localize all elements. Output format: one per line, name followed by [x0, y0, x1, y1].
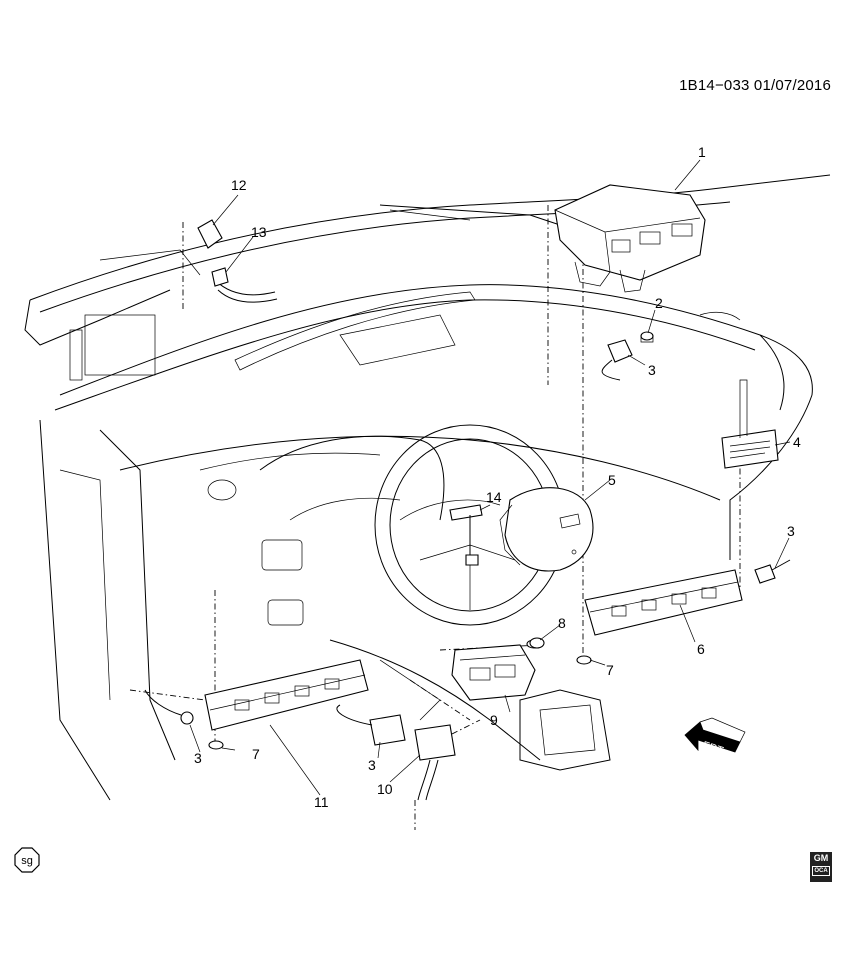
callout-8: 8	[558, 615, 566, 631]
part-connector-lower-center	[336, 704, 406, 746]
part-warning-label	[721, 379, 779, 469]
callout-3-lower-left: 3	[194, 750, 202, 766]
gm-logo-subtext: OCA	[812, 866, 830, 876]
callout-6: 6	[697, 641, 705, 657]
part-steering-wheel-harness	[449, 504, 483, 566]
callout-9: 9	[490, 712, 498, 728]
part-upper-left-connector	[197, 219, 278, 303]
instrument-panel-outline	[24, 174, 831, 801]
part-connector-lower-left	[144, 689, 194, 725]
part-grommet	[529, 637, 545, 649]
part-bolt	[640, 331, 654, 343]
callout-leaders	[189, 159, 791, 796]
callout-5: 5	[608, 472, 616, 488]
callout-4: 4	[793, 434, 801, 450]
part-driver-knee-airbag	[204, 659, 369, 731]
diagram-code: 1B14−033 01/07/2016	[679, 77, 831, 94]
gm-logo-icon: GM OCA	[810, 852, 832, 882]
gm-logo-text: GM	[813, 853, 829, 863]
callout-11: 11	[314, 794, 329, 810]
part-harness-connector	[414, 724, 456, 801]
callout-3-lower-center: 3	[368, 757, 376, 773]
callout-1: 1	[698, 144, 706, 160]
callout-14: 14	[486, 489, 502, 505]
callout-3-upper: 3	[648, 362, 656, 378]
callout-2: 2	[655, 295, 663, 311]
part-passenger-knee-airbag	[584, 569, 743, 636]
sg-badge-text: sg	[21, 855, 33, 867]
callout-labels: 1 2 3 3 3 3 4 5 6 7 7 7 8 9 10 11 12 13 …	[194, 144, 801, 810]
sg-badge-icon: sg	[14, 847, 40, 873]
callout-7-left: 7	[252, 746, 260, 762]
callout-3-right: 3	[787, 523, 795, 539]
part-sensing-module	[451, 644, 536, 701]
part-passenger-airbag	[554, 184, 706, 293]
part-driver-airbag	[499, 487, 594, 572]
part-connector-right	[754, 559, 791, 584]
front-direction-arrow: FRT	[684, 717, 746, 757]
part-connector-upper	[601, 339, 633, 381]
callout-7-right: 7	[606, 662, 614, 678]
callout-12: 12	[231, 177, 247, 193]
callout-10: 10	[377, 781, 393, 797]
callout-13: 13	[251, 224, 267, 240]
